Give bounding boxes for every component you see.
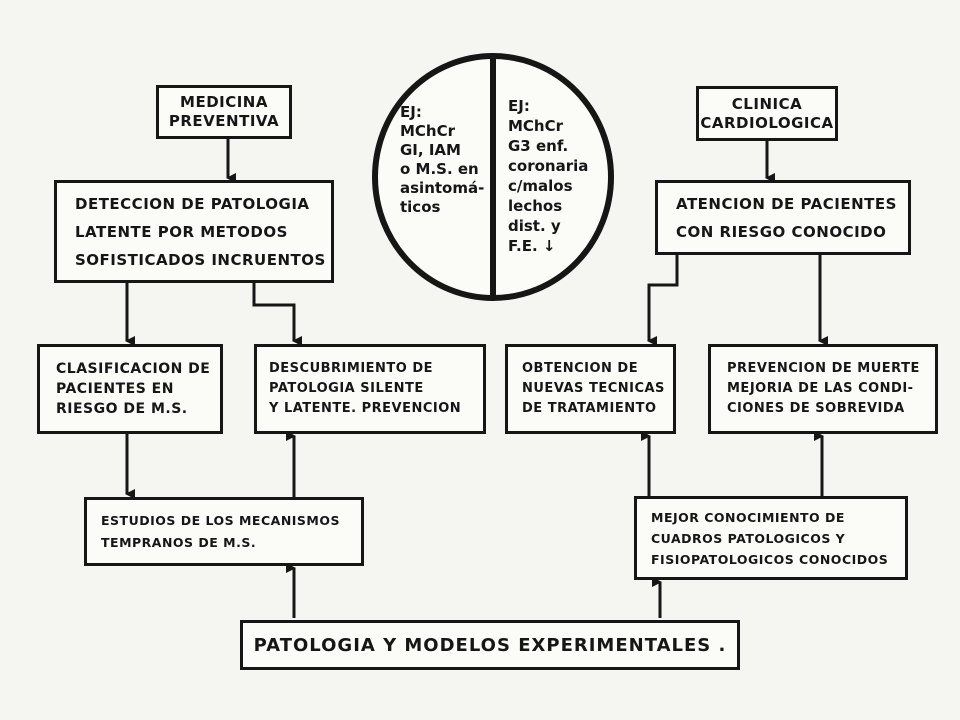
box-line: ATENCION DE PACIENTES [676,194,897,213]
circle-line: F.E. ↓ [508,237,556,255]
box-line: TEMPRANOS DE M.S. [101,534,257,550]
circle-left-text: EJ: MChCr GI, IAM o M.S. en asintomá- ti… [400,103,484,217]
box-line: MEDICINA [180,93,268,111]
box-clinica-cardiologica: CLINICA CARDIOLOGICA [696,86,838,141]
box-line: PATOLOGIA Y MODELOS EXPERIMENTALES . [253,634,727,656]
box-line: MEJOR CONOCIMIENTO DE [651,509,845,525]
box-line: CUADROS PATOLOGICOS Y [651,530,846,546]
box-medicina-preventiva: MEDICINA PREVENTIVA [156,85,292,139]
circle-line: o M.S. en [400,160,479,178]
box-line: PACIENTES EN [56,381,174,397]
circle-line: coronaria [508,157,589,175]
box-line: MEJORIA DE LAS CONDI- [727,381,914,396]
circle-line: asintomá- [400,179,485,197]
circle-line: c/malos [508,177,573,195]
box-clasificacion: CLASIFICACION DE PACIENTES EN RIESGO DE … [37,344,223,434]
circle-line: lechos [508,197,563,215]
circle-line: EJ: [400,103,422,121]
box-line: CIONES DE SOBREVIDA [727,401,905,416]
box-line: DETECCION DE PATOLOGIA [75,194,310,213]
box-prevencion: PREVENCION DE MUERTE MEJORIA DE LAS COND… [708,344,938,434]
circle-line: GI, IAM [400,141,461,159]
circle-line: ticos [400,198,441,216]
box-line: DE TRATAMIENTO [522,401,657,416]
circle-line: MChCr [508,117,564,135]
circle-line: dist. y [508,217,561,235]
box-line: RIESGO DE M.S. [56,401,188,417]
box-deteccion: DETECCION DE PATOLOGIA LATENTE POR METOD… [54,180,334,283]
arrow-deteccion-to-descubrimiento [252,281,302,346]
circle-line: EJ: [508,97,530,115]
box-descubrimiento: DESCUBRIMIENTO DE PATOLOGIA SILENTE Y LA… [254,344,486,434]
box-line: PREVENTIVA [168,112,280,130]
circle-line: G3 enf. [508,137,569,155]
box-line: FISIOPATOLOGICOS CONOCIDOS [651,551,889,567]
box-atencion: ATENCION DE PACIENTES CON RIESGO CONOCID… [655,180,911,255]
box-line: PATOLOGIA SILENTE [269,381,424,396]
box-line: CARDIOLOGICA [700,113,834,132]
circle-right-text: EJ: MChCr G3 enf. coronaria c/malos lech… [508,96,588,256]
box-line: DESCUBRIMIENTO DE [269,361,434,376]
box-mejor-conocimiento: MEJOR CONOCIMIENTO DE CUADROS PATOLOGICO… [634,496,908,580]
circle-line: MChCr [400,122,456,140]
box-line: CLASIFICACION DE [56,361,211,377]
arrow-atencion-to-obtencion [647,253,679,346]
box-obtencion: OBTENCION DE NUEVAS TECNICAS DE TRATAMIE… [505,344,676,434]
box-line: CLINICA [731,94,803,113]
box-line: Y LATENTE. PREVENCION [269,401,462,416]
box-line: CON RIESGO CONOCIDO [676,222,887,241]
box-line: SOFISTICADOS INCRUENTOS [75,250,326,269]
box-line: LATENTE POR METODOS [75,222,288,241]
box-estudios: ESTUDIOS DE LOS MECANISMOS TEMPRANOS DE … [84,497,364,566]
box-line: NUEVAS TECNICAS [522,381,665,396]
box-line: OBTENCION DE [522,361,639,376]
box-patologia-modelos: PATOLOGIA Y MODELOS EXPERIMENTALES . [240,620,740,670]
box-line: ESTUDIOS DE LOS MECANISMOS [101,512,341,528]
box-line: PREVENCION DE MUERTE [727,361,920,376]
